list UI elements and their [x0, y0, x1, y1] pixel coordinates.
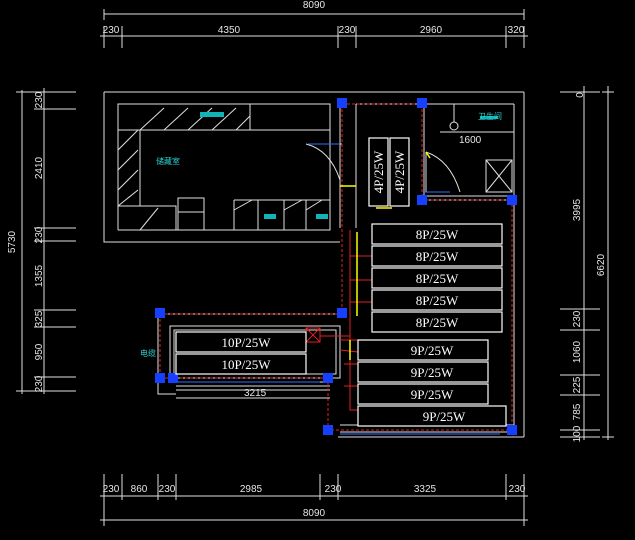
- column-markers: [155, 98, 517, 435]
- bottom-seg-0: 230: [103, 484, 120, 495]
- right-total-label: 6620: [596, 253, 607, 276]
- fixture-3: [316, 214, 328, 219]
- left-seg-3: 1355: [34, 264, 45, 287]
- right-seg-6: 100: [572, 425, 583, 442]
- right-seg-3: 1060: [572, 340, 583, 363]
- bottom-seg-4: 230: [325, 484, 342, 495]
- right-seg-2: 230: [572, 310, 583, 327]
- top-seg-1: 4350: [218, 25, 241, 36]
- right-seg-0: 0: [575, 92, 586, 98]
- red-routing: [159, 103, 513, 431]
- equip-10p-1: 10P/25W: [221, 357, 271, 372]
- top-dimension-chain: 8090 230 4350 230 2960 320: [100, 0, 528, 48]
- storage-shelving: [117, 104, 330, 231]
- yellow-cables: [340, 151, 431, 360]
- bottom-seg-2: 230: [159, 484, 176, 495]
- fixture-4: [480, 116, 498, 119]
- equipment-8p: 8P/25W 8P/25W 8P/25W 8P/25W 8P/25W: [371, 223, 503, 333]
- top-seg-2: 230: [339, 25, 356, 36]
- bottom-seg-1: 860: [131, 484, 148, 495]
- marker: [337, 98, 347, 108]
- equip-8p-4: 8P/25W: [416, 315, 459, 330]
- left-seg-4: 325: [34, 310, 45, 327]
- equip-4p-1: 4P/25W: [392, 150, 407, 193]
- marker: [155, 308, 165, 318]
- right-seg-4: 225: [572, 376, 583, 393]
- top-seg-4: 320: [508, 25, 525, 36]
- room-label-bathroom: 卫生间: [478, 111, 502, 121]
- marker: [507, 425, 517, 435]
- left-seg-0: 230: [34, 91, 45, 108]
- equip-10p-0: 10P/25W: [221, 335, 271, 350]
- left-seg-5: 950: [34, 343, 45, 360]
- marker: [507, 195, 517, 205]
- room-label-storage: 储藏室: [156, 156, 180, 166]
- left-seg-6: 230: [34, 375, 45, 392]
- marker: [337, 308, 347, 318]
- bottom-seg-3: 2985: [240, 484, 263, 495]
- equip-9p-0: 9P/25W: [411, 343, 454, 358]
- equip-9p-3: 9P/25W: [423, 409, 466, 424]
- equip-4p-0: 4P/25W: [371, 150, 386, 193]
- marker: [155, 373, 165, 383]
- bottom-span-label: 3215: [244, 388, 267, 399]
- bottom-seg-5: 3325: [414, 484, 437, 495]
- marker: [168, 373, 178, 383]
- bottom-seg-6: 230: [509, 484, 526, 495]
- marker: [323, 425, 333, 435]
- equip-9p-1: 9P/25W: [411, 365, 454, 380]
- left-dimension-chain: 5730 230 2410 230 1355 325 950 230: [7, 88, 76, 394]
- right-dimension-chain: 0 3995 230 1060 225 785 100 6620: [560, 86, 614, 442]
- top-seg-0: 230: [103, 25, 120, 36]
- cyan-fixtures: [200, 112, 498, 219]
- top-seg-3: 2960: [420, 25, 443, 36]
- left-seg-1: 2410: [34, 156, 45, 179]
- equip-8p-0: 8P/25W: [416, 227, 459, 242]
- equip-8p-1: 8P/25W: [416, 249, 459, 264]
- bath-width-label: 1600: [459, 135, 482, 146]
- left-total-label: 5730: [7, 230, 18, 253]
- equipment-9p: 9P/25W 9P/25W 9P/25W 9P/25W: [357, 339, 507, 427]
- equipment-4p: 4P/25W 4P/25W: [368, 137, 410, 207]
- equip-9p-2: 9P/25W: [411, 387, 454, 402]
- bottom-dimension-chain: 230 860 230 2985 230 3325 230 8090: [100, 474, 528, 526]
- fixture-2: [264, 214, 276, 219]
- marker: [417, 195, 427, 205]
- top-total-label: 8090: [303, 0, 326, 11]
- marker: [323, 373, 333, 383]
- marker: [417, 98, 427, 108]
- right-seg-5: 785: [572, 403, 583, 420]
- room-label-electrical: 电缆: [140, 348, 156, 358]
- equip-8p-2: 8P/25W: [416, 271, 459, 286]
- blue-lines: [178, 143, 500, 435]
- right-seg-1: 3995: [572, 198, 583, 221]
- equipment-10p: 10P/25W 10P/25W: [175, 331, 307, 375]
- left-seg-2: 230: [34, 226, 45, 243]
- fixture-1: [200, 112, 224, 117]
- equip-8p-3: 8P/25W: [416, 293, 459, 308]
- bottom-total-label: 8090: [303, 508, 326, 519]
